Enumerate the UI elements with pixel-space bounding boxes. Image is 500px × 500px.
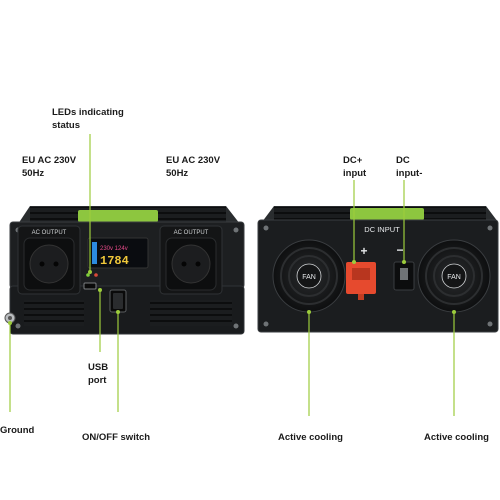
svg-text:1784: 1784: [100, 254, 129, 268]
ac-outlet-right: AC OUTPUT: [159, 225, 223, 295]
top-green-label-rear: [350, 208, 424, 220]
fan-left: FAN: [272, 239, 346, 313]
callout-dots: [8, 260, 456, 325]
svg-text:AC OUTPUT: AC OUTPUT: [32, 230, 67, 236]
ac-output-right-label: EU AC 230V 50Hz: [166, 155, 221, 179]
top-green-label: [78, 210, 158, 222]
dc-minus-terminal: [393, 261, 415, 291]
dc-input-text: DC INPUT: [364, 225, 400, 234]
fan-right: FAN: [417, 239, 491, 313]
rear-unit: FAN FAN DC INPUT + −: [257, 206, 499, 333]
svg-text:FAN: FAN: [302, 274, 316, 281]
status-leds: [86, 273, 98, 277]
dc-minus-label: DC input-: [396, 155, 423, 179]
svg-text:FAN: FAN: [447, 274, 461, 281]
active-cooling-left-label: Active cooling: [278, 432, 343, 443]
dc-plus-label: DC+ input: [343, 155, 367, 179]
ac-outlet-left: AC OUTPUT: [17, 225, 81, 295]
front-unit: AC OUTPUT AC OUTPUT 230v 124v 1784: [4, 206, 245, 335]
svg-text:230v 124v: 230v 124v: [100, 246, 128, 252]
ground-label: Ground: [0, 425, 35, 436]
usb-port: [83, 282, 97, 290]
active-cooling-right-label: Active cooling: [424, 432, 489, 443]
vent-right: [150, 300, 232, 326]
vent-left: [24, 300, 84, 326]
callout-lines: [9, 134, 455, 416]
ac-output-left-label: EU AC 230V 50Hz: [22, 155, 77, 179]
onoff-switch-label: ON/OFF switch: [82, 432, 151, 443]
svg-text:AC OUTPUT: AC OUTPUT: [174, 230, 209, 236]
usb-port-label: USB port: [88, 362, 109, 386]
lcd-display: 230v 124v 1784: [87, 237, 149, 269]
minus-sign: −: [396, 243, 403, 257]
dc-plus-terminal: [346, 262, 376, 300]
power-switch: [109, 289, 127, 313]
leds-label: LEDs indicating status: [52, 107, 124, 131]
plus-sign: +: [360, 244, 367, 258]
